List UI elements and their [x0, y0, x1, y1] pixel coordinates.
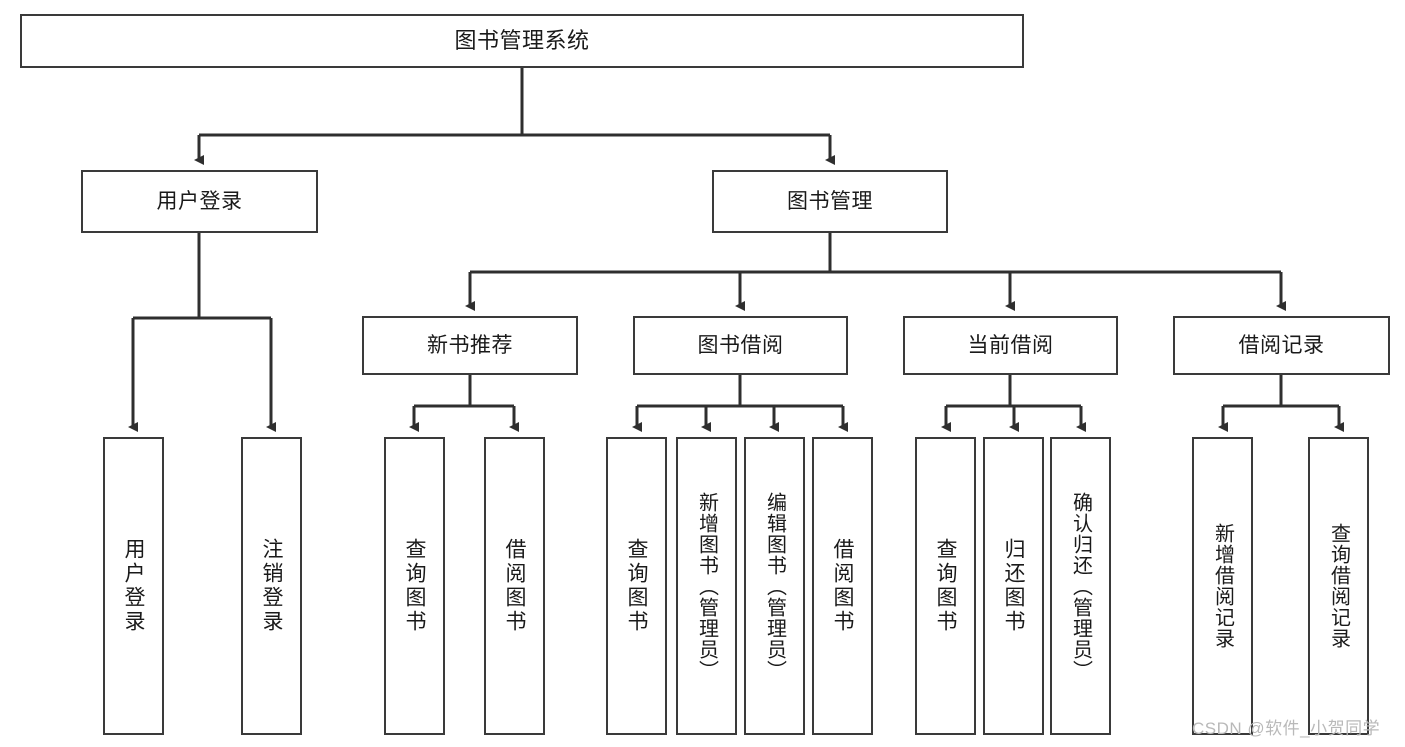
leaf-query-book-borrow[interactable]: 查询图书 — [606, 437, 667, 735]
leaf-borrow-book-recommend[interactable]: 借阅图书 — [484, 437, 545, 735]
node-label: 新增借阅记录 — [1211, 523, 1234, 649]
node-new-book-recommend[interactable]: 新书推荐 — [362, 316, 578, 375]
node-label: 确认归还（管理员） — [1069, 491, 1092, 681]
leaf-add-book-admin[interactable]: 新增图书（管理员） — [676, 437, 737, 735]
node-user-login[interactable]: 用户登录 — [81, 170, 318, 233]
node-book-management[interactable]: 图书管理 — [712, 170, 948, 233]
node-label: 编辑图书（管理员） — [763, 491, 786, 681]
leaf-borrow-book[interactable]: 借阅图书 — [812, 437, 873, 735]
node-label: 查询借阅记录 — [1327, 523, 1350, 649]
node-label: 借阅图书 — [831, 538, 855, 634]
node-label: 注销登录 — [260, 538, 284, 634]
node-label: 当前借阅 — [967, 333, 1054, 357]
leaf-logout-login[interactable]: 注销登录 — [241, 437, 302, 735]
node-label: 借阅图书 — [503, 538, 527, 634]
node-label: 归还图书 — [1002, 538, 1026, 634]
node-label: 用户登录 — [122, 538, 146, 634]
node-label: 查询图书 — [625, 538, 649, 634]
node-borrow-record[interactable]: 借阅记录 — [1173, 316, 1390, 375]
leaf-query-borrow-record[interactable]: 查询借阅记录 — [1308, 437, 1369, 735]
node-label: 用户登录 — [156, 189, 243, 213]
node-root-book-management-system[interactable]: 图书管理系统 — [20, 14, 1024, 68]
node-book-borrow[interactable]: 图书借阅 — [633, 316, 848, 375]
csdn-watermark: CSDN @软件_小贺同学 — [1192, 719, 1381, 738]
node-label: 图书管理 — [787, 189, 873, 213]
node-current-borrow[interactable]: 当前借阅 — [903, 316, 1118, 375]
leaf-query-book-recommend[interactable]: 查询图书 — [384, 437, 445, 735]
leaf-return-book[interactable]: 归还图书 — [983, 437, 1044, 735]
node-label: 图书管理系统 — [454, 27, 590, 53]
node-label: 新增图书（管理员） — [695, 491, 718, 681]
node-label: 查询图书 — [403, 538, 427, 634]
node-label: 查询图书 — [934, 538, 958, 634]
node-label: 借阅记录 — [1238, 333, 1325, 357]
leaf-user-login[interactable]: 用户登录 — [103, 437, 164, 735]
leaf-add-borrow-record[interactable]: 新增借阅记录 — [1192, 437, 1253, 735]
node-label: 图书借阅 — [697, 333, 784, 357]
leaf-edit-book-admin[interactable]: 编辑图书（管理员） — [744, 437, 805, 735]
leaf-confirm-return-admin[interactable]: 确认归还（管理员） — [1050, 437, 1111, 735]
leaf-query-book-current[interactable]: 查询图书 — [915, 437, 976, 735]
node-label: 新书推荐 — [427, 333, 513, 357]
